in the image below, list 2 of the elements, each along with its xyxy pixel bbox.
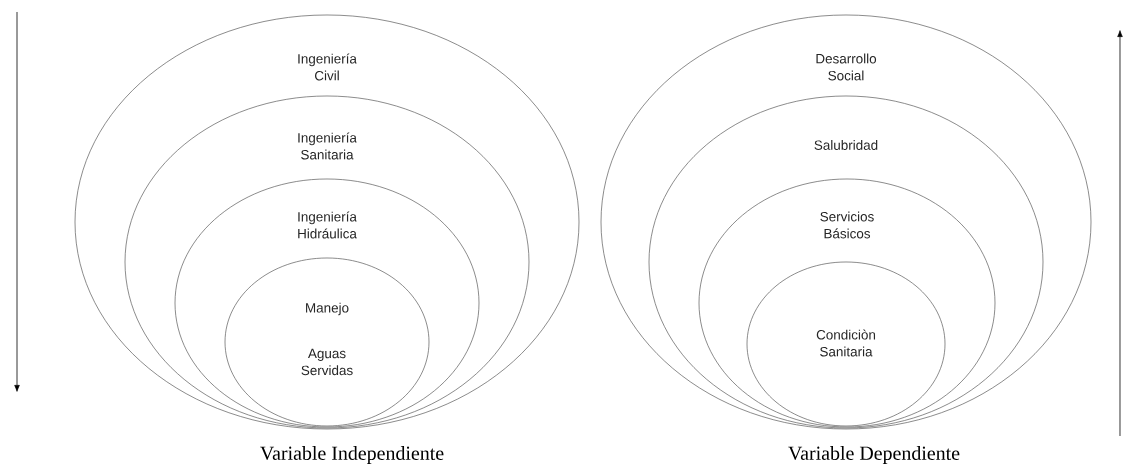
caption: Variable Dependiente xyxy=(788,445,960,464)
caption: Variable Independiente xyxy=(260,445,444,464)
